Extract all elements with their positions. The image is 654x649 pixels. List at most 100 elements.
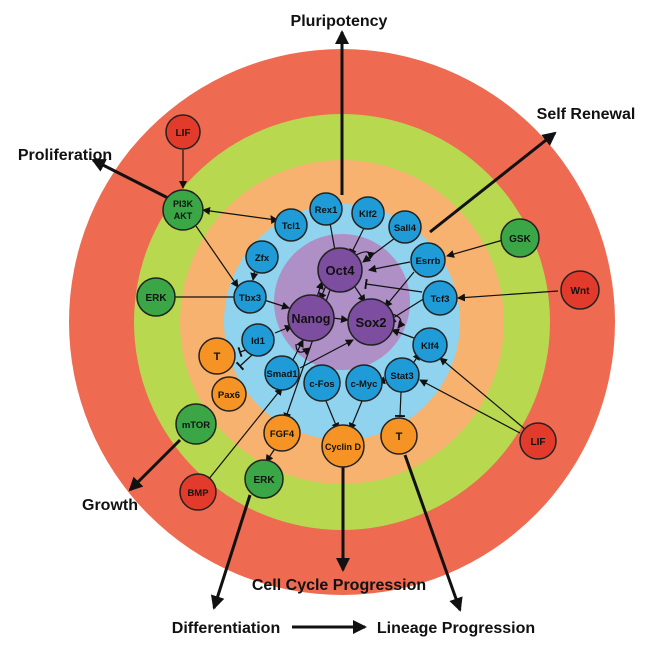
edge-tbx3-nanog xyxy=(263,299,290,310)
tcf3-label: Tcf3 xyxy=(431,294,450,305)
t-bottom-node xyxy=(380,417,418,455)
edge-pi3k-tbx3 xyxy=(195,225,239,288)
edge-cmyc-cyclind xyxy=(348,400,363,431)
oct4-self-loop xyxy=(355,251,376,260)
growth-label: Growth xyxy=(82,497,138,514)
wnt-label: Wnt xyxy=(571,286,591,297)
fgf4-node xyxy=(263,414,301,452)
erk-bottom-node xyxy=(244,459,284,499)
klf4-node xyxy=(412,327,448,363)
edge-bmp-smad1 xyxy=(207,387,283,481)
t-left-node xyxy=(198,337,236,375)
edge-klf4-sox2 xyxy=(391,328,415,339)
tcf3-node xyxy=(422,280,458,316)
rex1-label: Rex1 xyxy=(315,205,338,216)
t-left-label: T xyxy=(214,351,221,363)
gsk-label: GSK xyxy=(509,234,531,245)
bmp-node xyxy=(179,473,217,511)
erk-bottom-label: ERK xyxy=(253,475,275,486)
proliferation-label: Proliferation xyxy=(18,147,112,164)
c-myc-label: c-Myc xyxy=(351,379,378,390)
outcome-labels: Pluripotency Self Renewal Proliferation … xyxy=(18,13,635,637)
core-nodes xyxy=(287,247,395,346)
lineage-arrow xyxy=(403,454,463,612)
stat3-label: Stat3 xyxy=(390,371,413,382)
pax6-node xyxy=(211,376,247,412)
wnt-node xyxy=(560,270,600,310)
klf2-label: Klf2 xyxy=(359,209,377,220)
edge-oct4-sox2 xyxy=(354,286,366,303)
edge-tcf3-oct4 xyxy=(364,278,423,293)
lineage-progression-label: Lineage Progression xyxy=(377,620,535,637)
nanog-node xyxy=(287,294,335,342)
rex1-node xyxy=(309,192,343,226)
klf4-label: Klf4 xyxy=(421,341,440,352)
edge-esrrb-sox2 xyxy=(384,271,415,308)
nanog-self-loop xyxy=(295,343,311,356)
edge-wnt-tcf3 xyxy=(457,290,559,302)
self-renewal-arrow xyxy=(429,131,557,234)
tcl1-label: Tcl1 xyxy=(282,221,301,232)
stat3-node xyxy=(384,357,420,393)
c-fos-node xyxy=(303,364,341,402)
edge-stat3-t xyxy=(394,391,406,418)
pluripotency-label: Pluripotency xyxy=(291,13,388,30)
zfx-label: Zfx xyxy=(255,253,270,264)
outcome-arrows xyxy=(91,30,557,634)
tbx3-label: Tbx3 xyxy=(239,293,261,304)
edge-lif-klf4 xyxy=(439,357,527,431)
cell-cycle-label: Cell Cycle Progression xyxy=(252,577,426,594)
differentiation-label: Differentiation xyxy=(172,620,280,637)
edge-nanog-sox2 xyxy=(332,315,349,324)
blue-nodes xyxy=(233,192,458,402)
edge-lif-stat3 xyxy=(419,379,521,434)
edge-tcl1-pi3k xyxy=(202,206,277,221)
outer-nodes xyxy=(136,114,600,511)
lif-top-label: LIF xyxy=(176,128,191,139)
nanog-label: Nanog xyxy=(292,312,331,326)
mtor-label: mTOR xyxy=(182,420,210,431)
pi3k-akt-node xyxy=(162,189,204,231)
sall4-label: Sall4 xyxy=(394,223,417,234)
self-renewal-label: Self Renewal xyxy=(537,106,636,123)
bmp-label: BMP xyxy=(187,488,209,499)
id1-node xyxy=(241,323,275,357)
proliferation-arrow xyxy=(91,158,169,200)
edge-id1-pax6 xyxy=(235,354,253,371)
zfx-node-shape xyxy=(245,240,279,274)
edge-tcf3-sox2 xyxy=(389,297,426,323)
erk-left-label: ERK xyxy=(145,293,167,304)
sox2-self-loop xyxy=(391,313,406,329)
edge-smad1-sox2 xyxy=(299,339,354,369)
c-myc-node xyxy=(345,364,383,402)
lif-right-node xyxy=(519,422,557,460)
c-fos-label: c-Fos xyxy=(309,379,334,390)
lif-right-label: LIF xyxy=(531,437,546,448)
tcl1-node xyxy=(274,208,308,242)
growth-arrow xyxy=(128,438,182,492)
smad1-node xyxy=(264,355,300,391)
esrrb-node xyxy=(410,242,446,278)
oct4-label: Oct4 xyxy=(326,263,356,278)
mtor-node xyxy=(175,403,217,445)
pi3k-label: PI3K xyxy=(173,199,194,209)
node-labels: LIF PI3K AKT ERK mTOR BMP ERK GSK Wnt LI… xyxy=(145,128,590,499)
tbx3-node xyxy=(233,280,267,314)
differentiation-arrow xyxy=(210,494,252,610)
fgf4-label: FGF4 xyxy=(270,429,295,440)
t-bottom-label: T xyxy=(396,431,403,443)
gsk-node xyxy=(500,218,540,258)
sox2-node xyxy=(347,298,395,346)
edge-esrrb-oct4 xyxy=(368,261,411,273)
oct4-node xyxy=(317,247,363,293)
esrrb-label: Esrrb xyxy=(416,256,441,267)
klf2-node xyxy=(351,196,385,230)
sall4-node xyxy=(388,210,422,244)
smad1-label: Smad1 xyxy=(266,369,298,380)
pax6-label: Pax6 xyxy=(218,390,240,401)
akt-label: AKT xyxy=(174,211,193,221)
cyclin-d-node xyxy=(321,424,365,468)
edge-cfos-cyclind xyxy=(325,400,340,431)
id1-label: Id1 xyxy=(251,336,265,347)
